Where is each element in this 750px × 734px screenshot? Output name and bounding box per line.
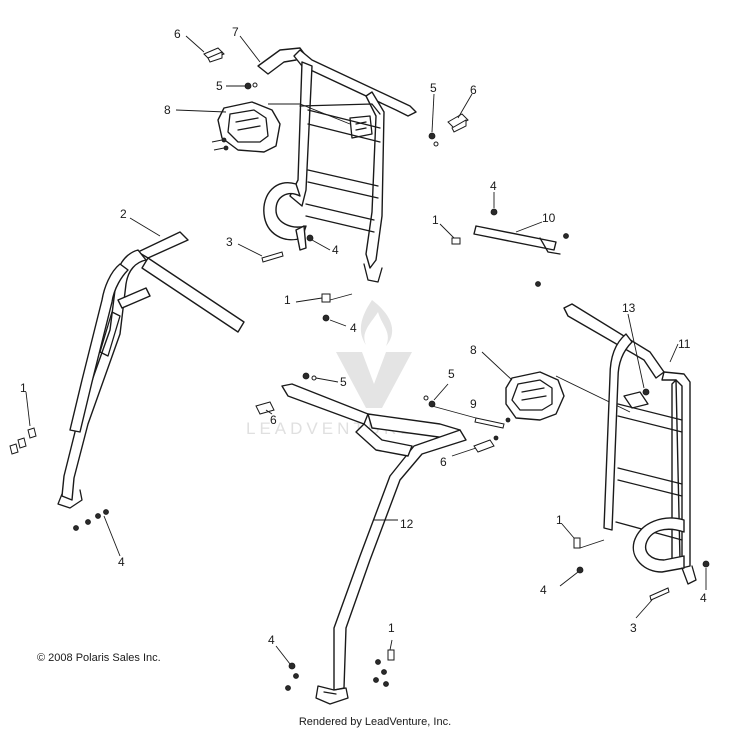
callout-5: 5 [448, 367, 455, 381]
right-rear-frame [563, 303, 697, 585]
callout-1: 1 [556, 513, 563, 527]
copyright-text: © 2008 Polaris Sales Inc. [37, 652, 161, 664]
callout-11: 11 [678, 337, 691, 351]
rendered-by-text: Rendered by LeadVenture, Inc. [298, 716, 452, 728]
callout-4: 4 [118, 555, 125, 569]
callout-4: 4 [700, 591, 707, 605]
left-side-hoop [57, 231, 245, 509]
callout-3: 3 [630, 621, 637, 635]
callout-4: 4 [540, 583, 547, 597]
rear-upper-frame [257, 47, 417, 283]
callout-1: 1 [432, 213, 439, 227]
callout-1: 1 [284, 293, 291, 307]
callout-1: 1 [388, 621, 395, 635]
callout-7: 7 [232, 25, 239, 39]
callout-4: 4 [350, 321, 357, 335]
callout-4: 4 [332, 243, 339, 257]
callout-5: 5 [340, 375, 347, 389]
callout-labels: 6 7 5 8 5 6 4 1 10 2 3 4 1 4 5 5 6 6 8 9… [20, 25, 707, 647]
callout-1: 1 [20, 381, 27, 395]
callout-10: 10 [542, 211, 556, 225]
callout-4: 4 [490, 179, 497, 193]
callout-5: 5 [216, 79, 223, 93]
callout-8: 8 [470, 343, 477, 357]
callout-6: 6 [174, 27, 181, 41]
callout-12: 12 [400, 517, 414, 531]
callout-5: 5 [430, 81, 437, 95]
callout-2: 2 [120, 207, 127, 221]
front-hoop [281, 383, 467, 705]
bracket-bar [473, 225, 561, 255]
leader-lines [25, 35, 707, 665]
callout-6: 6 [270, 413, 277, 427]
callout-8: 8 [164, 103, 171, 117]
callout-13: 13 [622, 301, 636, 315]
callout-6: 6 [440, 455, 447, 469]
callout-6: 6 [470, 83, 477, 97]
hardware [9, 47, 710, 691]
callout-9: 9 [470, 397, 477, 411]
upper-housing [217, 101, 351, 153]
lower-housing [505, 371, 631, 421]
callout-3: 3 [226, 235, 233, 249]
callout-4: 4 [268, 633, 275, 647]
